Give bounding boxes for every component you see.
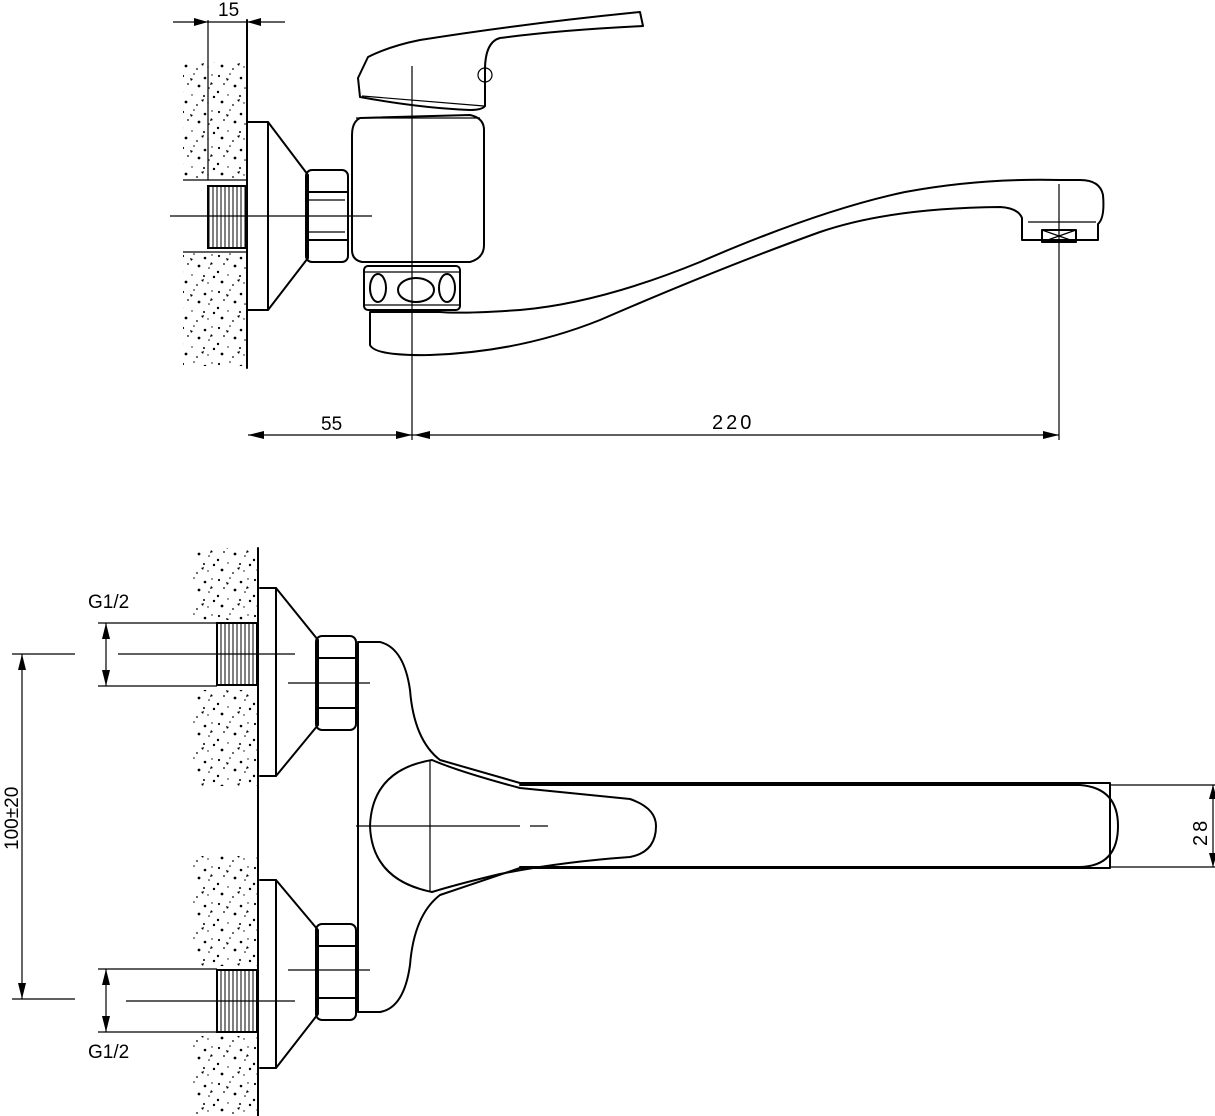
label-28: 28 bbox=[1190, 818, 1212, 846]
flange-upper bbox=[259, 587, 319, 777]
thread-dimension-bottom bbox=[102, 969, 110, 1032]
wall-lower-a bbox=[193, 856, 258, 966]
thread-label-bottom: G1/2 bbox=[88, 1042, 129, 1063]
lever-handle-plan bbox=[369, 759, 657, 893]
lever-handle-side bbox=[357, 11, 644, 111]
dimension-spout-width: 28 bbox=[1110, 784, 1215, 868]
thread-dimension-top bbox=[102, 623, 110, 686]
wall-section-lower bbox=[183, 252, 247, 366]
label-100-20: 100±20 bbox=[2, 787, 23, 850]
hex-nut-lower bbox=[315, 923, 357, 1021]
wall-upper-a bbox=[193, 548, 258, 620]
wall-section-upper bbox=[183, 62, 247, 180]
wall-upper-b bbox=[193, 690, 258, 786]
flange-lower bbox=[259, 879, 319, 1069]
thread-label-top: G1/2 bbox=[88, 592, 129, 613]
label-220: 220 bbox=[712, 412, 754, 434]
dimension-horizontal: 55 220 bbox=[248, 412, 1059, 439]
label-15: 15 bbox=[218, 0, 239, 21]
swivel-collar bbox=[363, 265, 461, 311]
label-55: 55 bbox=[321, 414, 342, 435]
top-view: 15 55 220 bbox=[170, 0, 1105, 440]
threaded-inlet-top-view bbox=[207, 185, 247, 249]
valve-body bbox=[351, 114, 485, 263]
dimension-wall-thickness: 15 bbox=[173, 0, 285, 26]
bottom-view: G1/2 G1/2 100±20 28 bbox=[2, 547, 1215, 1116]
mixer-body-plan bbox=[357, 641, 1111, 1013]
spout-side bbox=[369, 178, 1105, 357]
wall-lower-b bbox=[193, 1036, 258, 1116]
dimension-inlet-spacing: 100±20 bbox=[2, 653, 75, 1000]
spout-plan bbox=[519, 784, 1119, 868]
